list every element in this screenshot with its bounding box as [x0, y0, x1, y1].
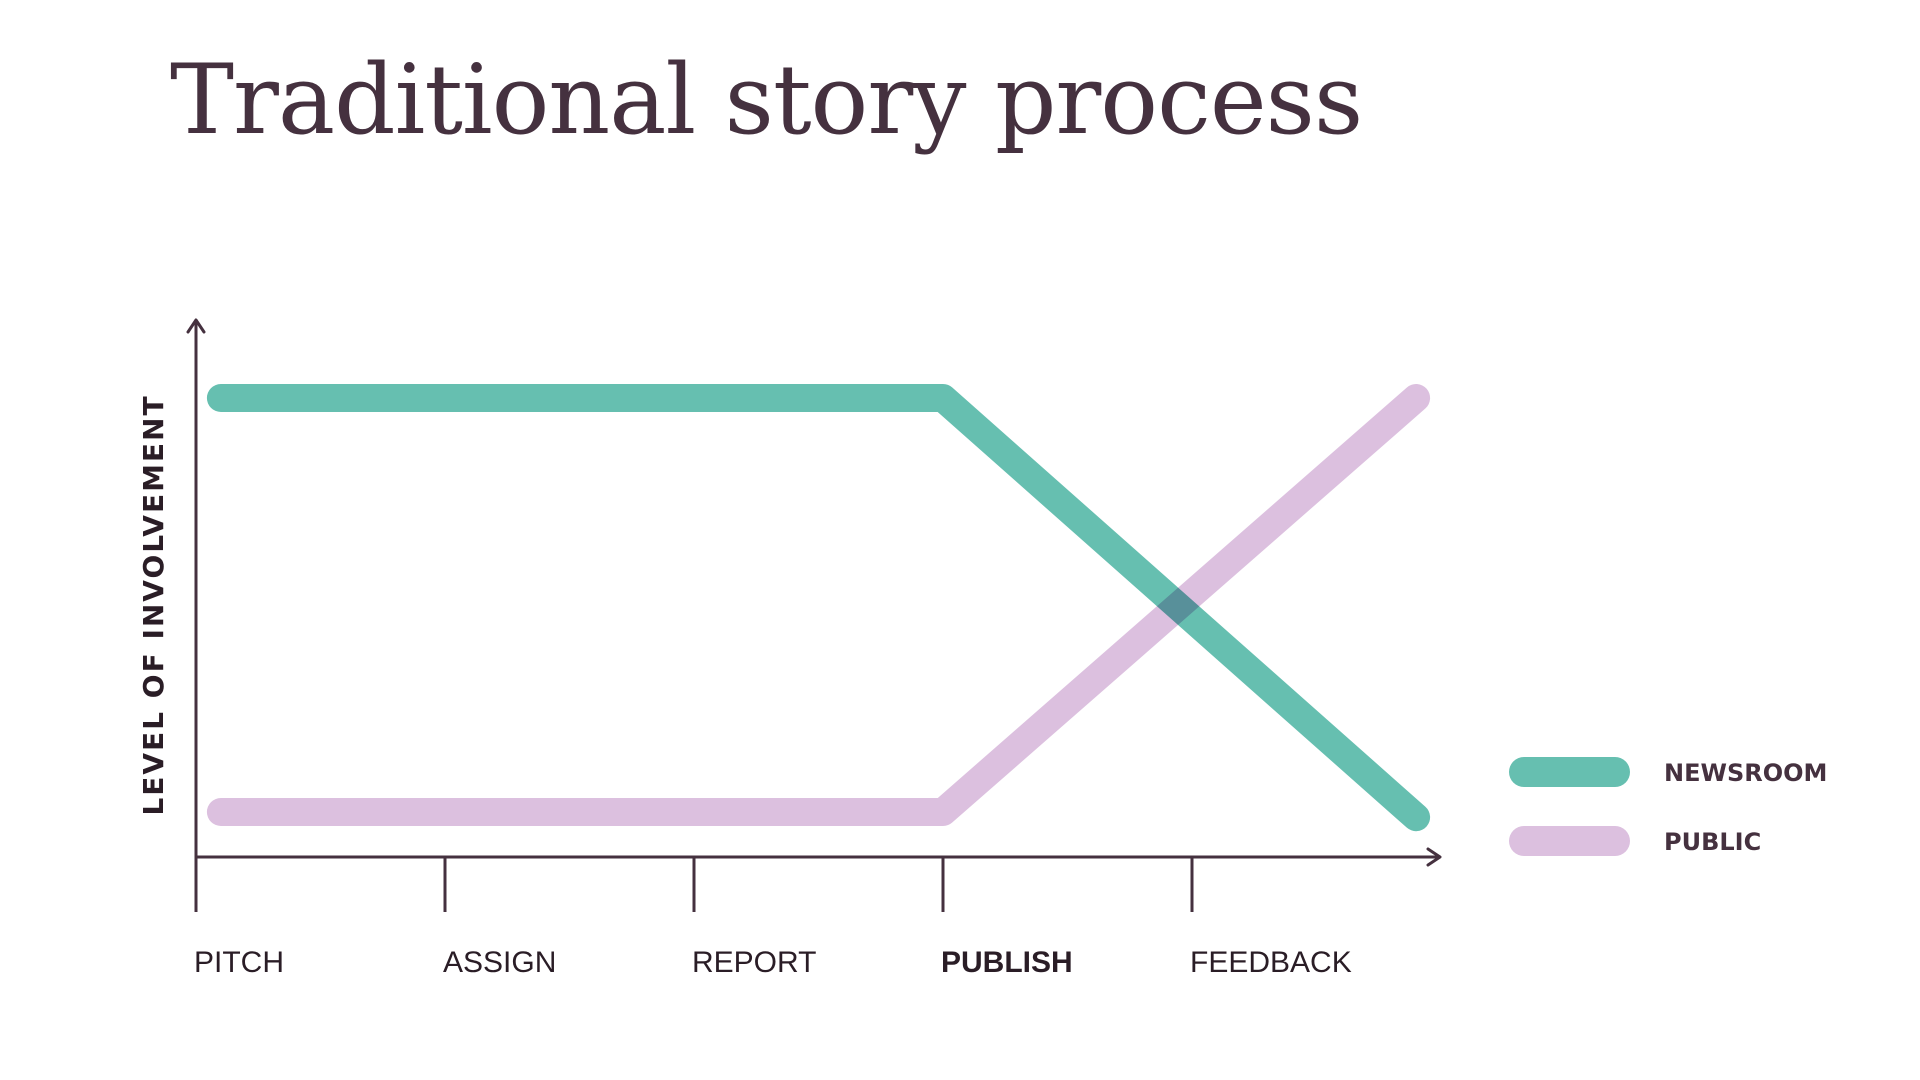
x-tick-label-report: REPORT: [692, 946, 816, 979]
series-line-newsroom: [206, 384, 1431, 832]
series-line-public: [206, 384, 1431, 826]
chart-title: Traditional story process: [170, 44, 1363, 156]
y-axis-arrow-icon: [186, 318, 206, 334]
x-tick-label-publish: PUBLISH: [941, 946, 1073, 979]
legend: NEWSROOM PUBLIC: [1509, 757, 1827, 856]
x-tick-label-assign: ASSIGN: [443, 946, 556, 979]
x-axis-arrow-icon: [1426, 847, 1442, 867]
x-tick-label-feedback: FEEDBACK: [1190, 946, 1352, 979]
series-layer: [206, 384, 1431, 832]
axes: [186, 318, 1442, 912]
tick-labels: PITCH ASSIGN REPORT PUBLISH FEEDBACK LEVEL OF…: [137, 394, 1352, 979]
legend-label-public: PUBLIC: [1664, 828, 1761, 856]
x-tick-label-pitch: PITCH: [194, 946, 284, 979]
legend-label-newsroom: NEWSROOM: [1664, 759, 1827, 787]
y-axis-title: LEVEL OF INVOLVEMENT: [137, 394, 170, 815]
